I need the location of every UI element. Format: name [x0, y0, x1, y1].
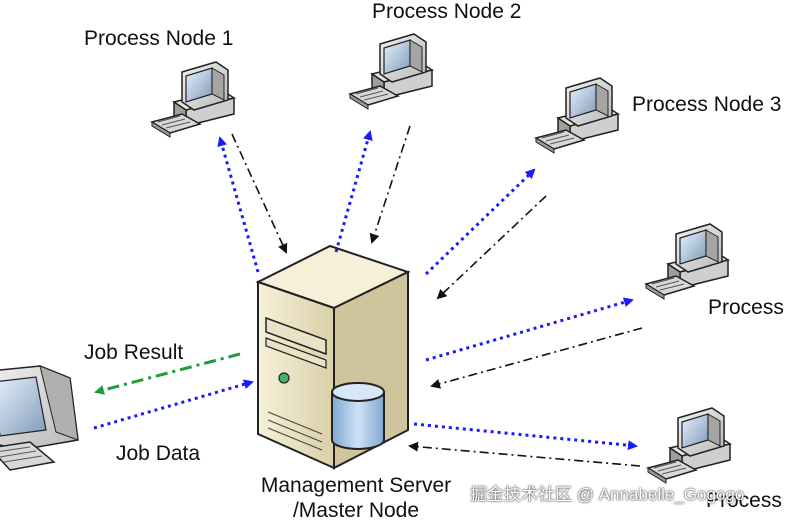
job-dispatch-arrow-node-5	[413, 422, 638, 451]
client-computer	[0, 365, 79, 471]
process-node-3-label: Process Node 3	[632, 93, 782, 116]
result-arrow-node-5	[408, 441, 641, 467]
job-dispatch-arrow-node-4	[425, 297, 634, 362]
process-node-5-computer	[647, 407, 731, 484]
job-dispatch-arrow-node-2	[334, 130, 373, 253]
job-data-arrow	[93, 379, 254, 430]
watermark: 掘金技术社区 @ Annabelle_Gogogo	[470, 485, 745, 504]
result-arrow-node-4	[430, 327, 643, 389]
database-icon	[331, 382, 385, 450]
job-result-label: Job Result	[84, 341, 184, 364]
process-node-3-computer	[535, 77, 619, 154]
process-node-4-label: Process	[708, 296, 784, 319]
process-node-4-computer	[645, 223, 729, 300]
process-node-1-computer	[151, 61, 235, 138]
job-data-label: Job Data	[116, 442, 201, 465]
process-node-2-label: Process Node 2	[372, 0, 522, 23]
server-label-line1: Management Server	[260, 474, 452, 497]
process-node-2-computer	[349, 33, 433, 110]
process-node-1-label: Process Node 1	[84, 27, 234, 50]
server-label: Management Server /Master Node	[236, 473, 476, 523]
process-node-5-label: Process	[706, 489, 782, 512]
job-dispatch-arrow-node-1	[217, 136, 260, 273]
result-arrow-node-3	[436, 195, 547, 300]
server-label-line2: /Master Node	[292, 499, 420, 523]
result-arrow-node-2	[369, 125, 411, 244]
result-arrow-node-1	[231, 133, 288, 254]
